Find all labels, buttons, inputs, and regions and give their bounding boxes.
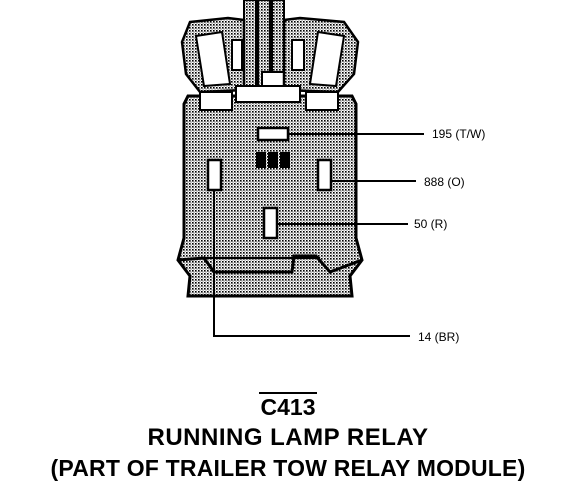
connector-main-body (176, 85, 364, 298)
pin-cavity-888 (316, 158, 333, 192)
pin-label-50: 50 (R) (414, 217, 447, 231)
leader-lines (213, 133, 424, 337)
pin-label-888: 888 (O) (424, 175, 465, 189)
leader-line-14 (213, 190, 410, 337)
connector-description: (PART OF TRAILER TOW RELAY MODULE) (50, 455, 526, 481)
pin-label-14: 14 (BR) (418, 330, 459, 344)
connector-upper-housing (180, 16, 360, 94)
connector-name: RUNNING LAMP RELAY (147, 424, 429, 451)
polarizing-key (256, 152, 290, 168)
pin-cavity-14 (206, 158, 223, 192)
pin-cavity-50 (262, 206, 279, 240)
connector-id: C413 (258, 392, 318, 420)
pin-label-195: 195 (T/W) (432, 127, 485, 141)
pin-cavity-195 (256, 126, 290, 142)
